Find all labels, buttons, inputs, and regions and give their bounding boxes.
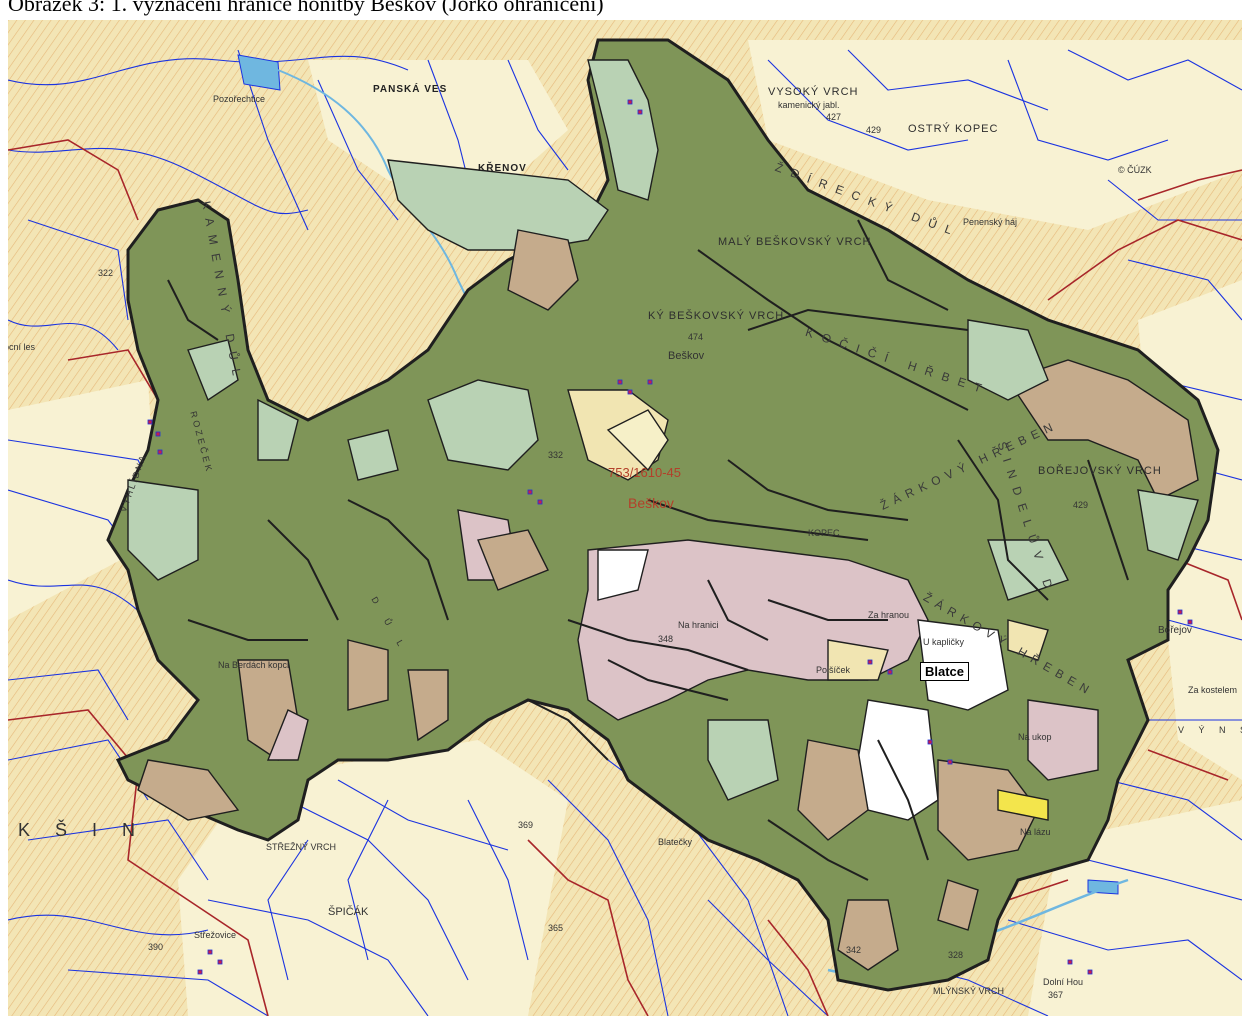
- label-krenov: KŘENOV: [478, 163, 527, 174]
- label-elev-348: 348: [658, 634, 674, 644]
- label-ocni-les: ocní les: [8, 342, 36, 352]
- label-vysoky-vrch: VYSOKÝ VRCH: [768, 86, 859, 98]
- label-elev-369: 369: [518, 820, 534, 830]
- label-strezovice: Střežovice: [194, 930, 237, 940]
- label-elev-429: 429: [866, 125, 882, 135]
- label-na-hranici: Na hranici: [678, 620, 719, 630]
- label-borejovsky: BOŘEJOVSKÝ VRCH: [1038, 465, 1162, 477]
- label-u-kaplicky: U kapličky: [923, 637, 965, 647]
- label-penensky: Penenský háj: [963, 217, 1018, 227]
- label-honitba-code: 753/1610-45: [608, 465, 682, 480]
- label-za-kostelem: Za kostelem: [1188, 685, 1238, 695]
- label-spicak: ŠPIČÁK: [328, 906, 369, 918]
- label-pozorechtice: Pozořechtice: [213, 94, 266, 104]
- label-mlynsky: MLÝNSKÝ VRCH: [933, 986, 1005, 996]
- label-kopec: KOPEC: [808, 528, 840, 538]
- label-kyns: V Ý N S K: [1178, 725, 1242, 735]
- label-borejov: Bořejov: [1158, 625, 1192, 636]
- label-elev-390: 390: [148, 942, 164, 952]
- label-elev-332: 332: [548, 450, 564, 460]
- label-dolni-hou: Dolní Hou: [1043, 977, 1084, 987]
- label-elev-borejov: 429: [1073, 500, 1089, 510]
- label-beskovsky-vrch: KÝ BEŠKOVSKÝ VRCH: [648, 310, 785, 322]
- label-na-lazu: Na lázu: [1020, 827, 1051, 837]
- label-elev-427: 427: [826, 112, 842, 122]
- label-elev-365: 365: [548, 923, 564, 933]
- label-ostry-kopec: OSTRÝ KOPEC: [908, 123, 999, 135]
- label-elev-342: 342: [846, 945, 862, 955]
- label-polsicek: Polšíček: [816, 665, 851, 675]
- label-blatecky: Blatečky: [658, 837, 693, 847]
- label-elev-328: 328: [948, 950, 964, 960]
- label-strezny: STŘEŽNÝ VRCH: [266, 842, 337, 852]
- map-canvas: [8, 20, 1242, 1016]
- label-beskov-town: Beškov: [628, 495, 674, 511]
- label-panska-ves: PANSKÁ VES: [373, 84, 448, 95]
- label-na-berdach: Na Berdách kopci: [218, 660, 290, 670]
- label-beskov-village: Beškov: [668, 350, 705, 362]
- label-elev-367: 367: [1048, 990, 1064, 1000]
- label-kamenicky: kamenický jabl.: [778, 100, 840, 110]
- label-za-hranou: Za hranou: [868, 610, 910, 620]
- hunting-ground-area: [106, 38, 1220, 992]
- figure-caption: Obrázek 3: 1. vyznačení hranice honitby …: [8, 0, 604, 16]
- label-elev-322: 322: [98, 268, 114, 278]
- map-view[interactable]: PANSKÁ VES VYSOKÝ VRCH kamenický jabl. 4…: [8, 20, 1242, 1016]
- label-na-ukop: Na ukop: [1018, 732, 1052, 742]
- label-blatce: Blatce: [920, 662, 970, 681]
- label-maly-beskovsky: MALÝ BEŠKOVSKÝ VRCH: [718, 236, 872, 248]
- settlement-markers: [147, 99, 1193, 975]
- internal-boundaries: [167, 219, 1129, 881]
- label-elev-474: 474: [688, 332, 704, 342]
- land-use-patches: [127, 59, 1199, 971]
- parcel-lines: [8, 49, 1242, 1016]
- label-ksin: K Š I N: [18, 820, 146, 840]
- label-cuzk: © ČÚZK: [1118, 165, 1152, 175]
